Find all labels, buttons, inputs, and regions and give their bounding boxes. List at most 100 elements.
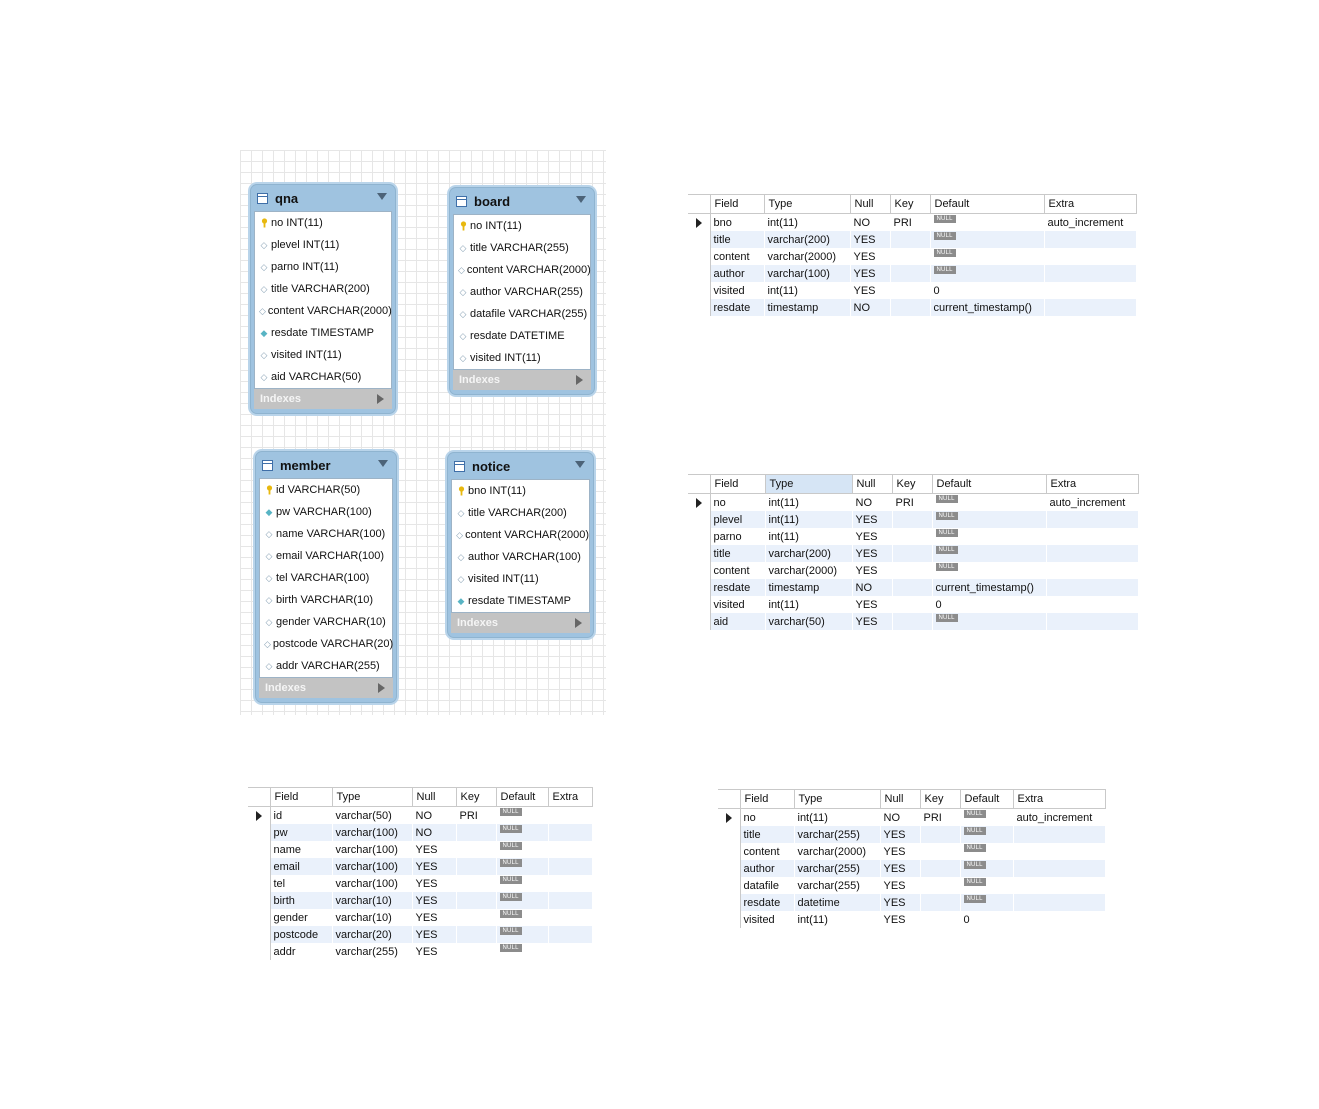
cell-field[interactable]: content [713,250,750,263]
cell-key[interactable] [892,511,932,528]
cell-null[interactable]: YES [880,860,920,877]
cell-default[interactable]: NULL [496,892,548,909]
row-selector[interactable] [688,282,711,299]
column-header-default[interactable]: Default [932,474,1047,494]
cell-key[interactable] [890,231,930,248]
column-header-null[interactable]: Null [412,787,457,807]
cell-type[interactable]: varchar(2000) [767,250,836,263]
cell-extra[interactable] [1013,843,1105,860]
row-selector[interactable] [248,943,271,960]
cell-key[interactable] [892,579,932,596]
cell-type[interactable]: varchar(100) [764,265,850,282]
entity-column[interactable]: ◇author VARCHAR(255) [454,281,590,303]
cell-default[interactable]: NULL [930,214,1044,232]
cell-type[interactable]: varchar(255) [797,879,860,892]
row-selector[interactable] [718,808,741,826]
cell-field[interactable]: resdate [710,299,764,316]
cell-default[interactable]: NULL [496,824,548,841]
cell-extra[interactable] [1046,528,1138,545]
cell-key[interactable] [892,613,932,630]
cell-null[interactable]: NO [415,809,433,822]
cell-field[interactable]: resdate [710,579,765,596]
cell-field[interactable]: no [713,496,726,509]
cell-field[interactable]: title [710,231,764,248]
row-selector[interactable] [688,265,711,282]
cell-default[interactable]: current_timestamp() [930,299,1044,316]
entity-column[interactable]: ◇title VARCHAR(200) [255,278,391,300]
entity-column[interactable]: ◇title VARCHAR(255) [454,237,590,259]
column-header-key[interactable]: Key [892,474,933,494]
cell-extra[interactable] [1046,579,1138,596]
cell-default[interactable]: NULL [960,860,1013,877]
cell-extra[interactable] [1044,231,1136,248]
cell-extra[interactable] [1013,894,1105,911]
cell-extra[interactable] [1013,826,1105,843]
column-header-type[interactable]: Type [765,474,853,494]
cell-key[interactable] [920,843,960,860]
cell-type[interactable]: int(11) [797,811,828,824]
cell-default[interactable]: NULL [960,894,1013,911]
cell-null[interactable]: YES [853,284,876,297]
cell-field[interactable]: bno [713,216,732,229]
cell-default[interactable]: NULL [496,875,548,892]
cell-field[interactable]: postcode [270,926,332,943]
cell-null[interactable]: YES [852,613,892,630]
cell-type[interactable]: varchar(200) [765,545,852,562]
cell-null[interactable]: YES [883,879,906,892]
cell-key[interactable]: PRI [893,216,912,229]
cell-extra[interactable] [1044,265,1136,282]
indexes-section[interactable]: Indexes [451,613,590,633]
cell-key[interactable] [892,545,932,562]
cell-extra[interactable]: auto_increment [1047,216,1124,229]
cell-type[interactable]: int(11) [768,530,799,543]
cell-field[interactable]: content [743,845,780,858]
row-selector[interactable] [718,826,741,843]
cell-key[interactable] [920,894,960,911]
cell-null[interactable]: YES [883,845,906,858]
cell-field[interactable]: birth [270,892,332,909]
row-selector[interactable] [688,248,711,265]
cell-default[interactable]: NULL [496,807,548,825]
cell-type[interactable]: int(11) [797,913,828,926]
cell-type[interactable]: timestamp [764,299,850,316]
row-selector[interactable] [248,824,271,841]
cell-extra[interactable] [548,943,592,960]
cell-null[interactable]: YES [412,858,456,875]
entity-column[interactable]: ◇content VARCHAR(2000) [255,300,392,322]
entity-column[interactable]: ◇parno INT(11) [255,256,391,278]
cell-extra[interactable] [548,807,592,825]
cell-field[interactable]: plevel [710,511,765,528]
entity-column[interactable]: ◇email VARCHAR(100) [260,545,392,567]
entity-column[interactable]: ◇visited INT(11) [255,344,391,366]
row-selector[interactable] [718,911,741,928]
cell-type[interactable]: varchar(255) [794,860,880,877]
cell-null[interactable]: YES [852,511,892,528]
cell-default[interactable]: 0 [963,913,970,926]
column-header-field[interactable]: Field [740,789,795,809]
cell-type[interactable]: int(11) [765,511,852,528]
cell-default[interactable]: NULL [930,231,1044,248]
cell-type[interactable]: int(11) [767,216,798,229]
cell-key[interactable] [892,528,932,545]
expand-arrow-icon[interactable] [378,683,385,693]
cell-field[interactable]: gender [273,911,308,924]
cell-type[interactable]: timestamp [765,579,852,596]
cell-default[interactable]: NULL [496,909,548,926]
cell-field[interactable]: no [743,811,756,824]
cell-null[interactable]: YES [850,231,890,248]
entity-column[interactable]: ◇visited INT(11) [452,568,589,590]
entity-column[interactable]: ◇plevel INT(11) [255,234,391,256]
column-header-extra[interactable]: Extra [1013,789,1106,809]
cell-extra[interactable]: auto_increment [1049,496,1126,509]
